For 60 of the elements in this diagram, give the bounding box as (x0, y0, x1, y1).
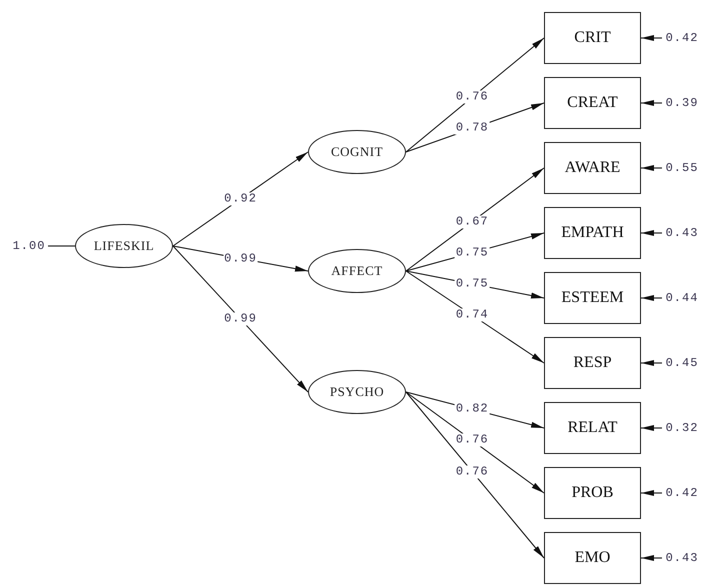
variable-name: RESP (573, 354, 612, 372)
path-arrow (406, 392, 544, 558)
variable-name: ESTEEM (561, 289, 624, 307)
edge-label: 0.78 (454, 122, 490, 135)
variable-name: PROB (572, 484, 614, 502)
path-arrow (406, 168, 544, 272)
path-arrow (640, 425, 662, 431)
variance-value: 0.43 (662, 550, 702, 566)
variance-value: 0.55 (662, 160, 702, 176)
observed-variable-box (544, 532, 641, 584)
path-arrow (640, 100, 662, 106)
variance-value: 0.44 (662, 290, 702, 306)
path-arrow (640, 555, 662, 561)
variable-name: AFFECT (331, 263, 383, 279)
path-arrow (172, 152, 308, 246)
observed-variable-box (544, 77, 641, 129)
edge-label: 0.75 (454, 246, 490, 260)
variance-value: 0.42 (662, 485, 702, 501)
path-arrow (640, 295, 662, 301)
variable-name: COGNIT (330, 144, 384, 160)
edge-label: 0.75 (454, 277, 490, 290)
path-arrow (406, 38, 544, 152)
path-arrow (640, 490, 662, 496)
edge-label: 0.67 (454, 215, 490, 228)
variance-value: 0.45 (662, 355, 702, 371)
path-arrow (640, 165, 662, 171)
edge-label: 0.74 (454, 308, 490, 322)
path-arrow (406, 270, 544, 364)
variance-value: 1.00 (10, 238, 48, 254)
edge-label: 0.82 (454, 402, 490, 416)
variable-name: EMPATH (561, 224, 624, 242)
variable-name: RELAT (568, 419, 618, 437)
edge-label: 0.92 (223, 192, 258, 206)
edge-label: 0.76 (454, 90, 490, 104)
variable-name: LIFESKIL (94, 238, 154, 254)
variance-value: 0.39 (662, 95, 702, 111)
observed-variable-box (544, 467, 641, 519)
edge-label: 0.99 (223, 312, 258, 326)
observed-variable-box (544, 142, 641, 194)
observed-variable-box (544, 402, 641, 454)
variable-name: CRIT (574, 29, 611, 47)
observed-variable-box (544, 337, 641, 389)
path-arrow (640, 35, 662, 41)
variance-value: 0.32 (662, 420, 702, 436)
variance-value: 0.43 (662, 225, 702, 241)
path-arrow (172, 246, 308, 392)
variable-name: PSYCHO (330, 384, 384, 400)
edge-label: 0.99 (223, 252, 258, 265)
observed-variable-box (544, 207, 641, 259)
edge-label: 0.76 (454, 434, 490, 447)
edge-label: 0.76 (454, 465, 490, 478)
observed-variable-box (544, 272, 641, 324)
path-arrow (640, 230, 662, 236)
path-arrow (640, 360, 662, 366)
variable-name: AWARE (564, 159, 620, 177)
variable-name: CREAT (567, 94, 618, 112)
observed-variable-box (544, 12, 641, 64)
path-arrow (406, 392, 544, 494)
variable-name: EMO (574, 549, 610, 567)
variance-value: 0.42 (662, 30, 702, 46)
